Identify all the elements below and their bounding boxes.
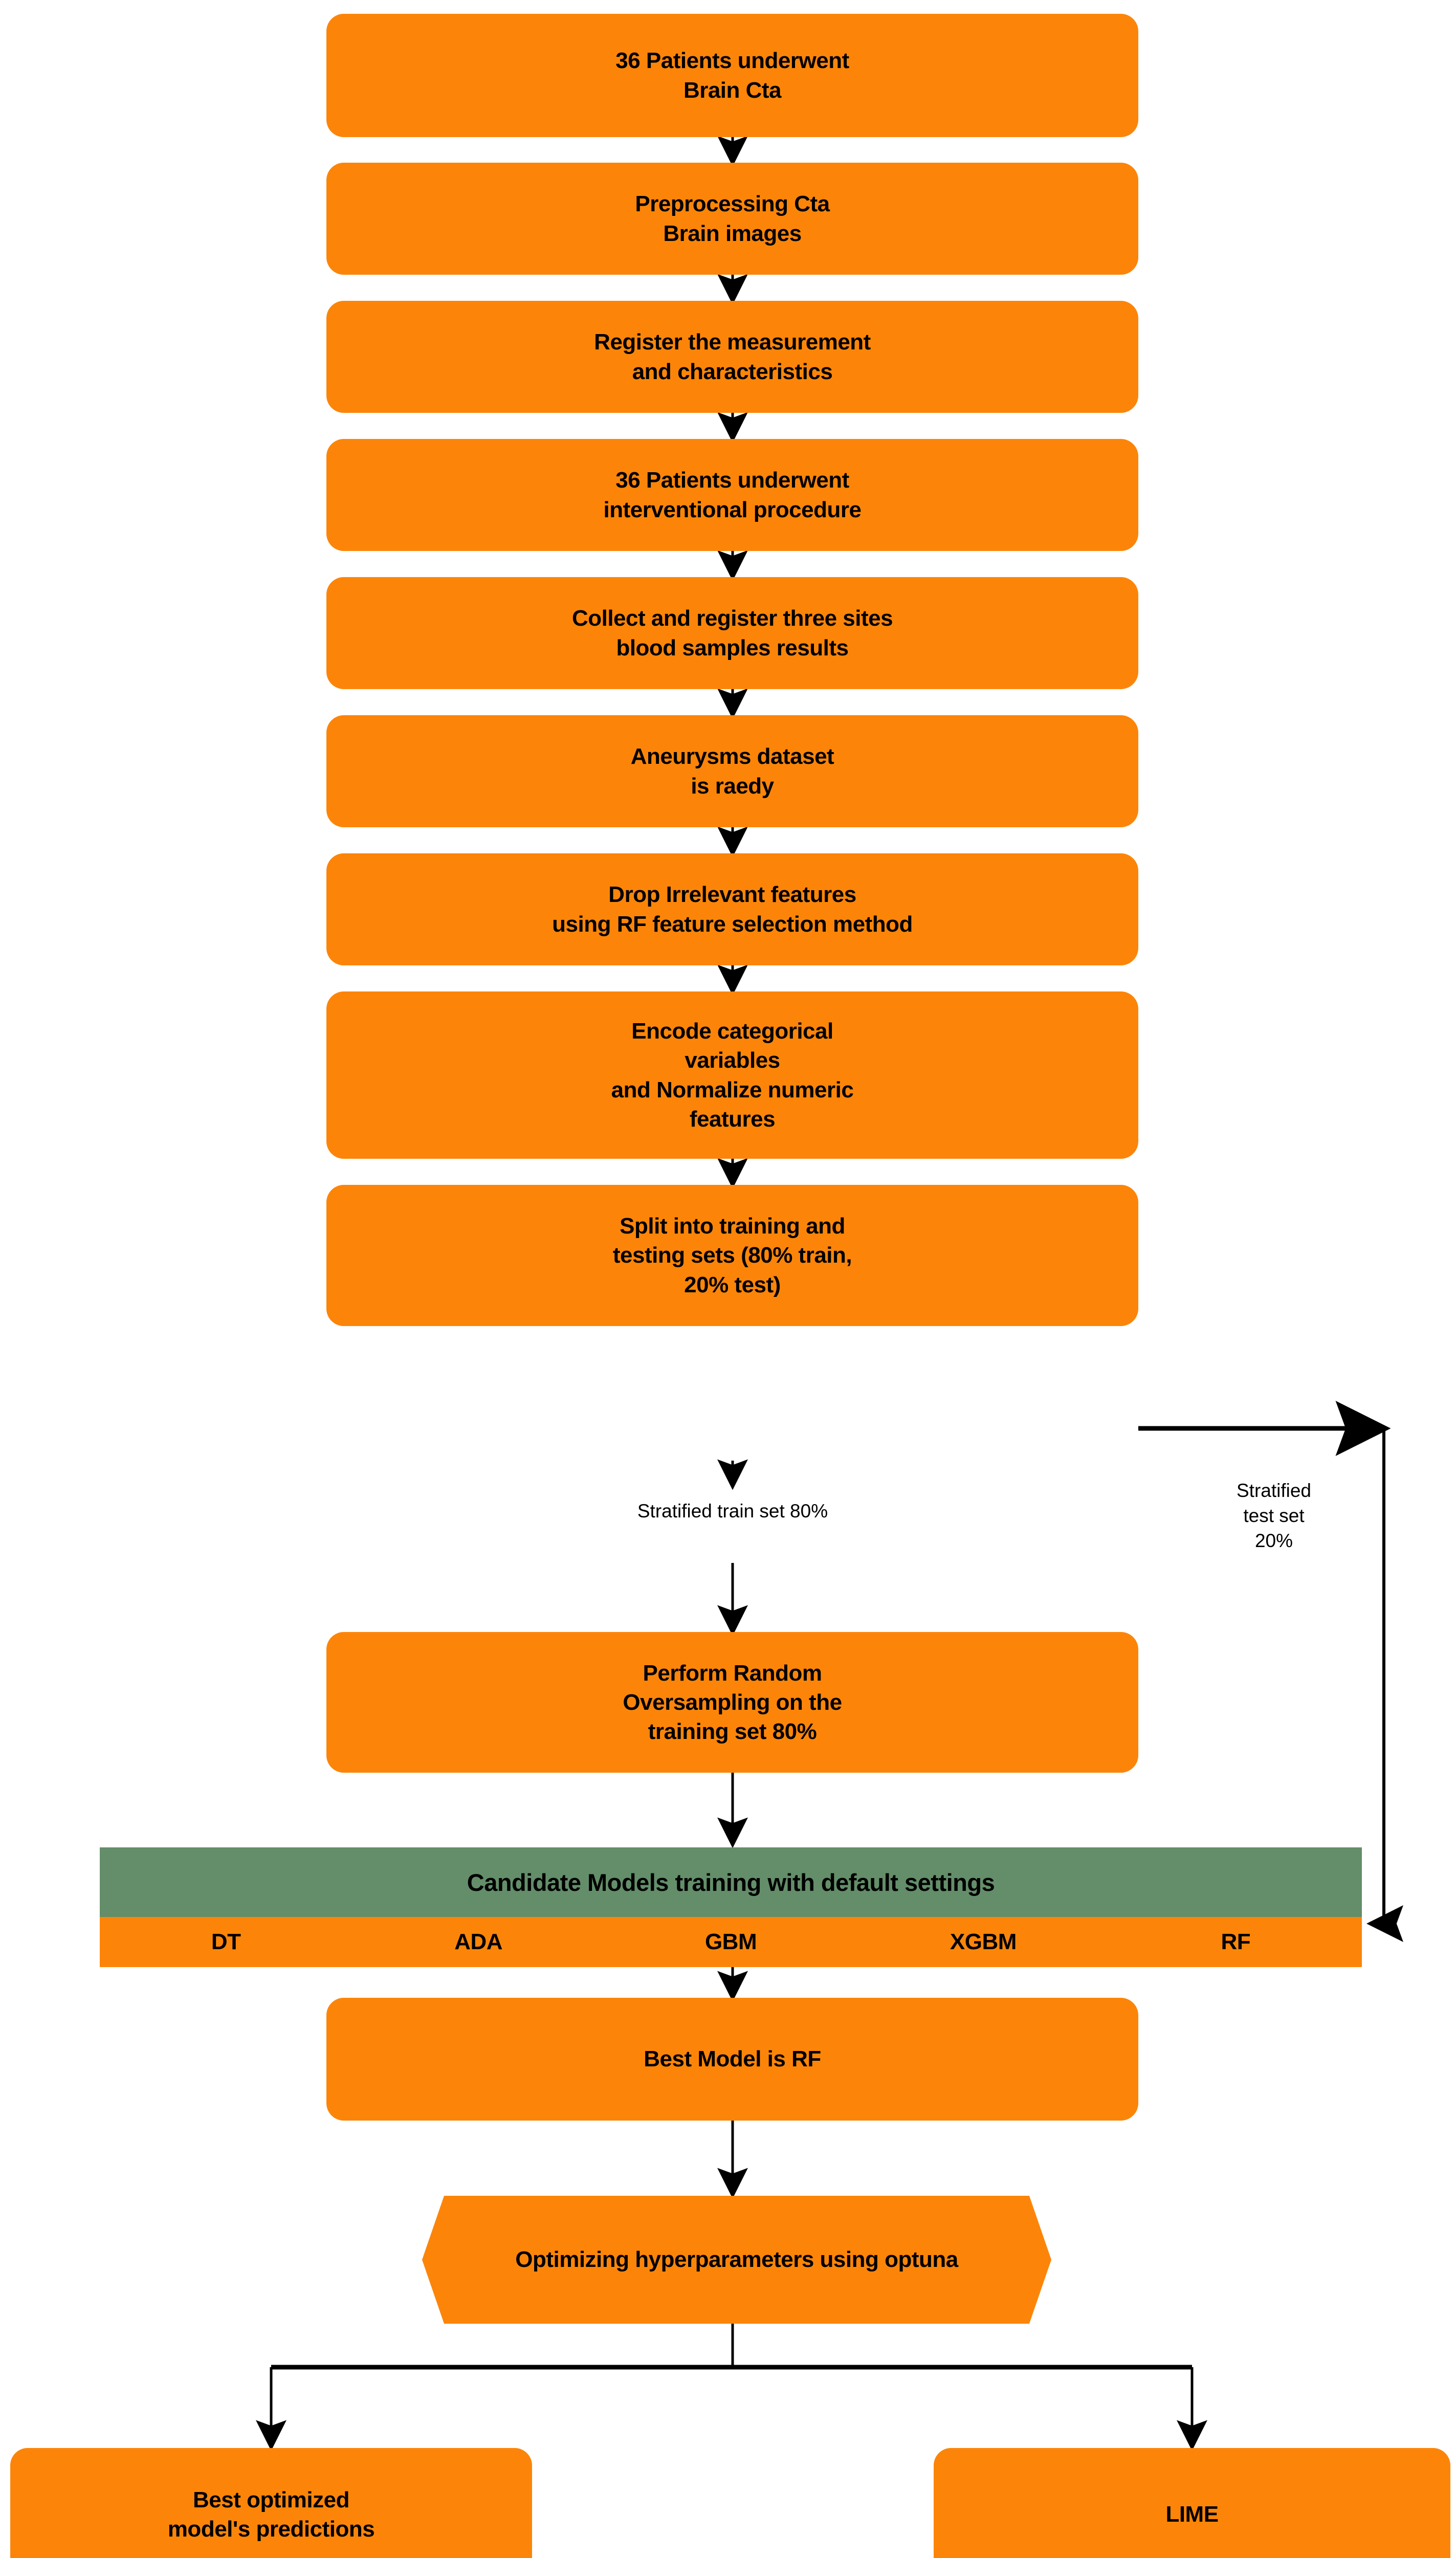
model-xgbm[interactable]: XGBM: [950, 1929, 1017, 1954]
node-36-patients-interventional[interactable]: 36 Patients underwent interventional pro…: [326, 439, 1138, 551]
edge-test-into-band: [1366, 1428, 1403, 1942]
node-collect-blood-samples[interactable]: Collect and register three sites blood s…: [326, 577, 1138, 689]
node-label: Aneurysms dataset is raedy: [630, 744, 834, 799]
node-best-model-rf[interactable]: Best Model is RF: [326, 1998, 1138, 2121]
node-label: 36 Patients underwent Brain Cta: [615, 48, 849, 103]
node-label: Preprocessing Cta Brain images: [635, 191, 830, 246]
node-optimizing-hyperparameters-optuna[interactable]: Optimizing hyperparameters using optuna: [422, 2196, 1051, 2324]
node-aneurysms-dataset-ready[interactable]: Aneurysms dataset is raedy: [326, 715, 1138, 827]
node-label: Optimizing hyperparameters using optuna: [515, 2247, 958, 2273]
node-label: Best optimized model's predictions: [167, 2487, 375, 2542]
node-random-oversampling[interactable]: Perform Random Oversampling on the train…: [326, 1632, 1138, 1773]
node-label: Register the measurement and characteris…: [594, 329, 871, 384]
node-label: Drop Irrelevant features using RF featur…: [552, 882, 913, 937]
node-label: Perform Random Oversampling on the train…: [623, 1660, 842, 1745]
candidate-models-header-band[interactable]: Candidate Models training with default s…: [100, 1847, 1362, 1917]
node-split-train-test[interactable]: Split into training and testing sets (80…: [326, 1185, 1138, 1326]
model-rf[interactable]: RF: [1221, 1929, 1251, 1954]
node-best-optimized-predictions[interactable]: Best optimized model's predictions: [10, 2448, 532, 2558]
node-encode-normalize[interactable]: Encode categorical variables and Normali…: [326, 991, 1138, 1159]
model-gbm[interactable]: GBM: [704, 1929, 757, 1954]
node-label: Encode categorical variables and Normali…: [611, 1019, 854, 1132]
candidate-models-header-label: Candidate Models training with default s…: [467, 1868, 995, 1896]
node-register-measurement[interactable]: Register the measurement and characteris…: [326, 301, 1138, 413]
model-ada[interactable]: ADA: [454, 1929, 503, 1954]
node-label: Best Model is RF: [644, 2046, 821, 2072]
node-preprocessing-cta[interactable]: Preprocessing Cta Brain images: [326, 163, 1138, 275]
node-label: LIME: [1165, 2502, 1219, 2527]
edge-label-stratified-test: Stratified test set 20%: [1236, 1480, 1311, 1551]
node-label: Collect and register three sites blood s…: [571, 606, 893, 660]
node-label: 36 Patients underwent interventional pro…: [603, 468, 862, 522]
node-label: Split into training and testing sets (80…: [612, 1214, 852, 1297]
node-lime[interactable]: LIME: [934, 2448, 1450, 2558]
edge-label-stratified-train: Stratified train set 80%: [637, 1501, 828, 1521]
node-drop-irrelevant-features[interactable]: Drop Irrelevant features using RF featur…: [326, 853, 1138, 965]
model-dt[interactable]: DT: [211, 1929, 241, 1954]
candidate-models-list-band[interactable]: DT ADA GBM XGBM RF: [100, 1917, 1362, 1967]
node-36-patients-brain-cta[interactable]: 36 Patients underwent Brain Cta: [326, 14, 1138, 137]
